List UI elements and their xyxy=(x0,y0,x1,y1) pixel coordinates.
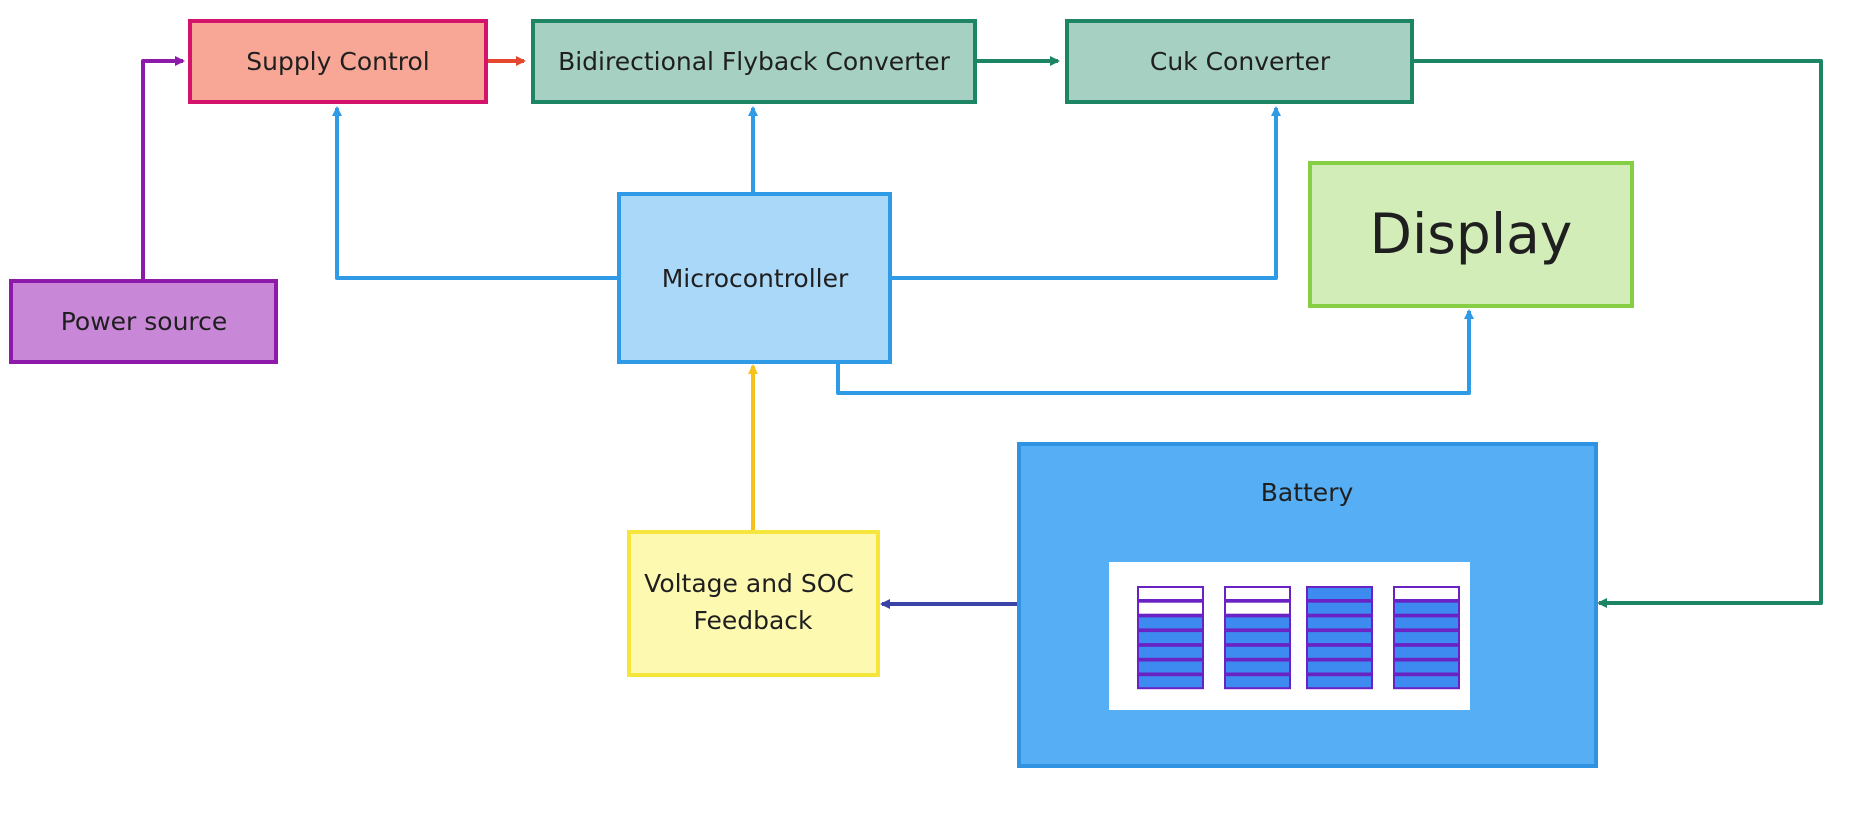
microcontroller-label: Microcontroller xyxy=(662,264,849,293)
battery-cell xyxy=(1393,630,1460,646)
battery-cell xyxy=(1224,615,1291,631)
feedback-block: Voltage and SOC Feedback xyxy=(627,530,880,677)
feedback-label-line2: Feedback xyxy=(693,606,813,635)
battery-cell xyxy=(1137,586,1204,601)
battery-cell xyxy=(1306,674,1373,690)
battery-cell xyxy=(1306,586,1373,601)
battery-cell xyxy=(1224,674,1291,690)
battery-cell xyxy=(1306,600,1373,616)
arrow-micro-to-supply xyxy=(332,106,617,280)
battery-cell xyxy=(1306,659,1373,675)
battery-cell xyxy=(1224,659,1291,675)
battery-cell xyxy=(1393,615,1460,631)
cuk-converter-label: Cuk Converter xyxy=(1150,47,1331,76)
battery-label: Battery xyxy=(1261,478,1354,507)
battery-cell xyxy=(1224,644,1291,660)
battery-cell xyxy=(1393,659,1460,675)
display-block: Display xyxy=(1308,161,1634,308)
flyback-converter-label: Bidirectional Flyback Converter xyxy=(558,47,951,76)
connectors xyxy=(141,56,1823,609)
power-source-block: Power source xyxy=(9,279,278,364)
battery-cell xyxy=(1137,630,1204,646)
cuk-converter-block: Cuk Converter xyxy=(1065,19,1414,104)
supply-control-label: Supply Control xyxy=(246,47,430,76)
arrow-micro-to-cuk xyxy=(889,106,1281,280)
arrow-cuk-to-battery xyxy=(1405,59,1823,608)
battery-cell xyxy=(1306,615,1373,631)
battery-cell xyxy=(1306,630,1373,646)
battery-cell xyxy=(1137,674,1204,690)
battery-cell xyxy=(1393,600,1460,616)
supply-control-block: Supply Control xyxy=(188,19,488,104)
battery-cells xyxy=(1137,586,1460,690)
battery-cell xyxy=(1393,674,1460,690)
battery-cell xyxy=(1224,600,1291,616)
battery-cell xyxy=(1393,644,1460,660)
feedback-label-line1: Voltage and SOC xyxy=(644,569,854,598)
battery-cell xyxy=(1306,644,1373,660)
svg-text:Voltage and SOC Feedback: Voltage and SOC Feedback xyxy=(644,562,862,635)
arrow-micro-to-display xyxy=(836,309,1474,395)
battery-block: Battery xyxy=(1017,442,1598,768)
microcontroller-block: Microcontroller xyxy=(617,192,892,364)
battery-cell xyxy=(1137,600,1204,616)
power-source-label: Power source xyxy=(61,307,228,336)
battery-cell xyxy=(1224,630,1291,646)
battery-cell xyxy=(1224,586,1291,601)
battery-cell xyxy=(1137,659,1204,675)
battery-cell xyxy=(1137,615,1204,631)
battery-cell xyxy=(1393,586,1460,601)
arrow-power-to-supply xyxy=(141,56,185,279)
battery-cell xyxy=(1137,644,1204,660)
flyback-converter-block: Bidirectional Flyback Converter xyxy=(531,19,977,104)
display-label: Display xyxy=(1370,202,1573,266)
